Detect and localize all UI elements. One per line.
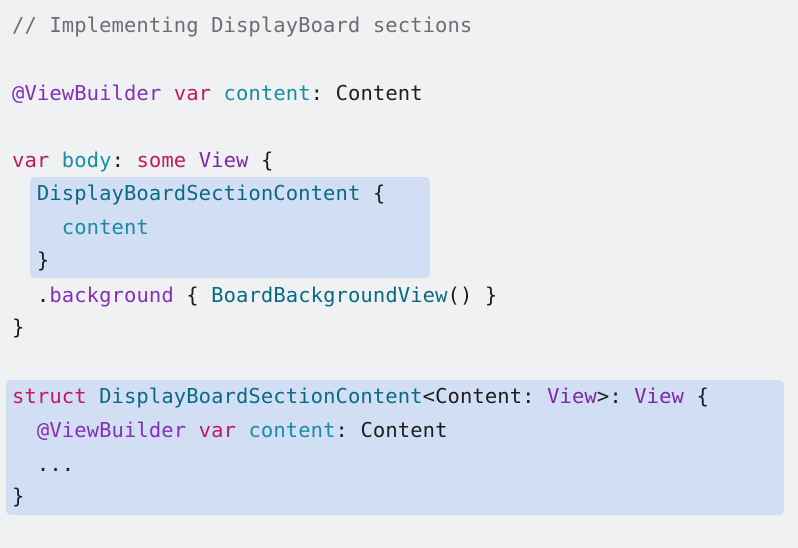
punctuation-token: : (522, 384, 535, 408)
code-line-struct: struct DisplayBoardSectionContent<Conten… (12, 381, 709, 411)
property-name-token: body (61, 148, 112, 172)
code-line-comment: // Implementing DisplayBoard sections (12, 10, 472, 40)
punctuation-token: < (422, 384, 436, 408)
keyword-token: var (173, 81, 212, 105)
brace-token: } (12, 315, 25, 339)
code-line-struct-close: } (12, 481, 24, 511)
brace-token: } (12, 484, 25, 508)
punctuation-token: : (310, 81, 324, 105)
punctuation-token: : (111, 148, 125, 172)
brace-token: { (260, 148, 274, 172)
punctuation-token: : (335, 418, 348, 442)
highlight-section-content (30, 177, 430, 278)
type-token: View (198, 148, 249, 172)
code-line-struct-prop: @ViewBuilder var content: Content (12, 415, 448, 445)
comment-text: // Implementing DisplayBoard sections (12, 13, 473, 37)
brace-token: } (484, 283, 498, 307)
code-line-background: .background { BoardBackgroundView() } (12, 280, 497, 310)
keyword-token: var (12, 148, 50, 172)
code-line-section-open: DisplayBoardSectionContent { (12, 178, 385, 208)
highlight-struct-definition (6, 380, 784, 515)
type-token: DisplayBoardSectionContent (99, 384, 423, 408)
type-token: BoardBackgroundView (211, 283, 448, 307)
attribute-token: @ViewBuilder (12, 81, 162, 105)
type-token: Content (335, 81, 423, 105)
keyword-token: some (136, 148, 187, 172)
type-token: DisplayBoardSectionContent (36, 181, 361, 205)
brace-token: { (696, 384, 709, 408)
code-line-ellipsis: ... (12, 449, 74, 479)
type-token: Content (360, 418, 448, 442)
property-name-token: content (248, 418, 336, 442)
property-name-token: content (61, 215, 149, 239)
punctuation-token: > (596, 384, 610, 408)
code-line-viewbuilder: @ViewBuilder var content: Content (12, 78, 423, 108)
keyword-token: var (198, 418, 236, 442)
code-line-section-close: } (12, 245, 49, 275)
punctuation-token: . (36, 283, 50, 307)
brace-token: { (186, 283, 199, 307)
punctuation-token: () (447, 283, 473, 307)
generic-name-token: Content (435, 384, 523, 408)
keyword-token: struct (12, 384, 87, 408)
brace-token: { (372, 181, 386, 205)
attribute-token: @ViewBuilder (36, 418, 187, 442)
property-name-token: content (223, 81, 311, 105)
ellipsis-token: ... (36, 452, 75, 476)
type-token: View (634, 384, 684, 408)
code-line-body-close: } (12, 312, 24, 342)
code-line-content-ref: content (12, 212, 149, 242)
punctuation-token: : (609, 384, 622, 408)
brace-token: } (36, 248, 50, 272)
method-token: background (49, 283, 174, 307)
type-token: View (547, 384, 597, 408)
code-line-body: var body: some View { (12, 145, 273, 175)
